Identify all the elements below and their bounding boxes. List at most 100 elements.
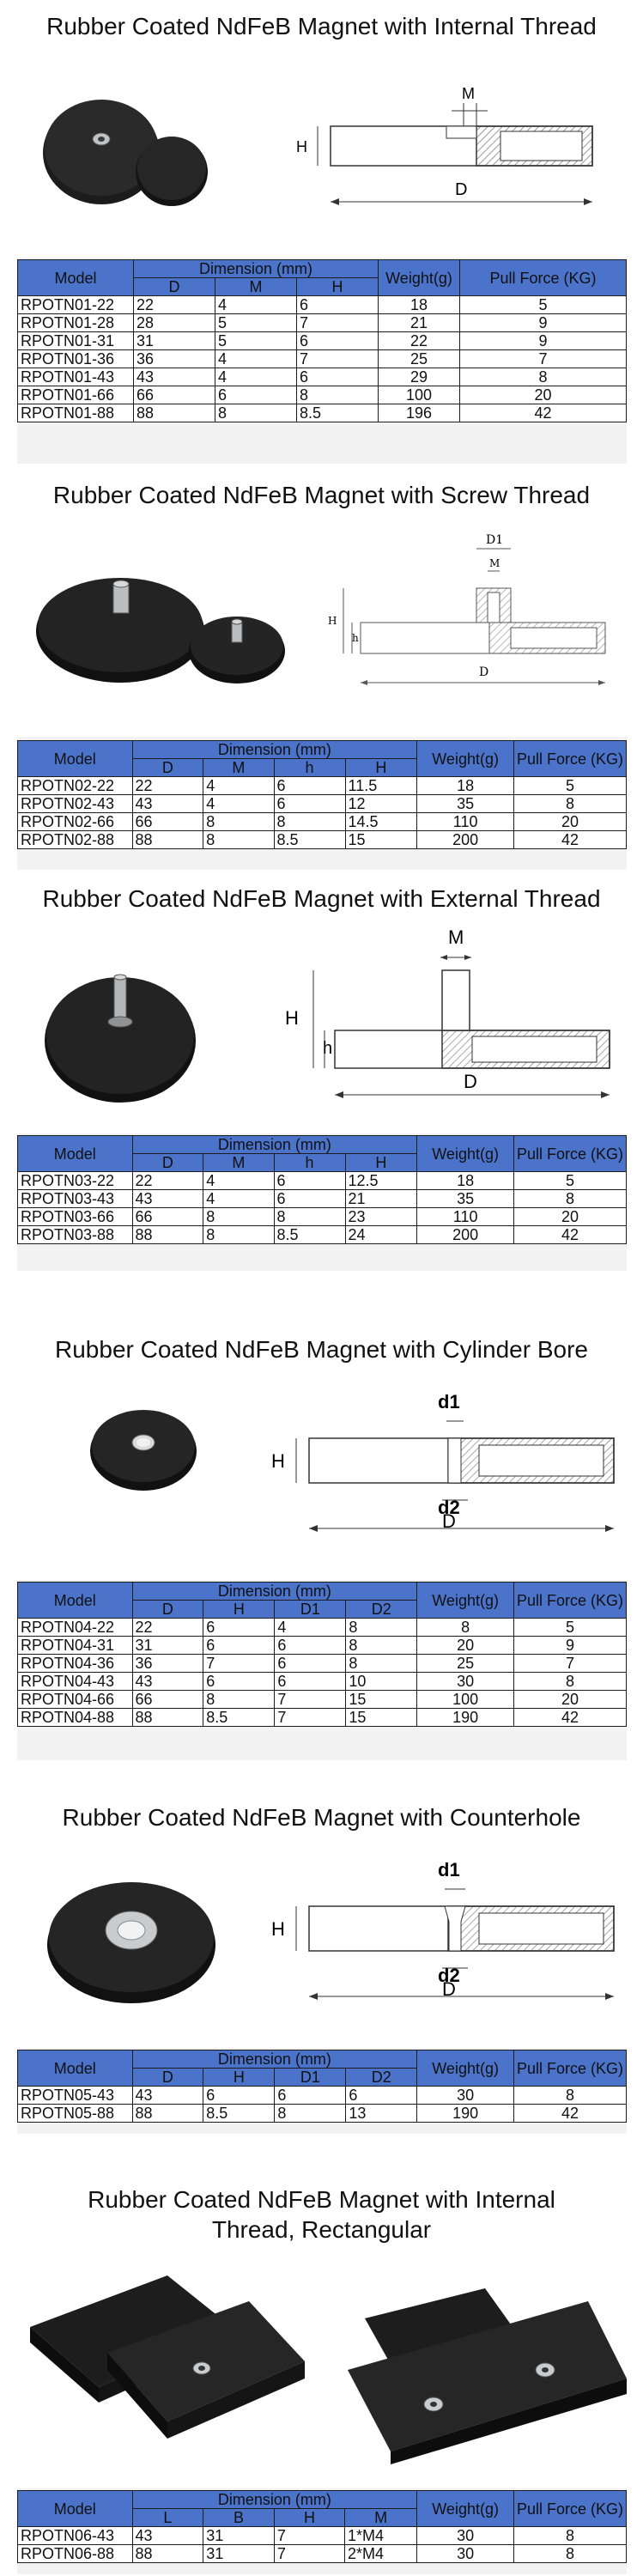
value-cell: 4 bbox=[203, 1171, 275, 1190]
value-cell: 24 bbox=[344, 1225, 418, 1244]
value-cell: 7 bbox=[274, 1690, 347, 1709]
value-cell: 4 bbox=[215, 349, 297, 368]
value-cell: 25 bbox=[378, 349, 460, 368]
value-cell: 6 bbox=[296, 368, 379, 386]
diagram-label-d1: d1 bbox=[438, 1391, 460, 1413]
value-cell: 43 bbox=[131, 794, 204, 813]
value-cell: 6 bbox=[203, 1636, 276, 1655]
value-cell: 5 bbox=[513, 1171, 628, 1190]
model-cell: RPOTN01-22 bbox=[17, 295, 134, 314]
value-cell: 6 bbox=[273, 776, 346, 795]
value-cell: 1*M4 bbox=[344, 2526, 418, 2545]
value-cell: 28 bbox=[133, 313, 215, 332]
diagram-label-h-lower: h bbox=[352, 632, 359, 644]
cylinder-bore-diagram: d1 H d2 D bbox=[271, 1391, 615, 1532]
value-cell: 42 bbox=[513, 1708, 628, 1727]
model-cell: RPOTN05-43 bbox=[17, 2086, 133, 2105]
value-cell: 12.5 bbox=[344, 1171, 418, 1190]
counterhole-magnet-photo bbox=[47, 1882, 215, 2003]
value-cell: 43 bbox=[131, 1189, 204, 1208]
value-cell: 8 bbox=[513, 794, 628, 813]
diagram-label-d1: D1 bbox=[486, 533, 503, 547]
value-cell: 43 bbox=[131, 2086, 204, 2105]
value-cell: 66 bbox=[131, 1690, 204, 1709]
value-cell: 5 bbox=[513, 1618, 628, 1637]
value-cell: 21 bbox=[378, 313, 460, 332]
value-cell: 88 bbox=[133, 404, 215, 422]
value-cell: 8 bbox=[203, 1690, 276, 1709]
value-cell: 88 bbox=[131, 1225, 204, 1244]
value-cell: 4 bbox=[274, 1618, 347, 1637]
diagram-label-h-lower: h bbox=[323, 1039, 332, 1058]
model-cell: RPOTN06-88 bbox=[17, 2544, 133, 2563]
diagram-label-m: M bbox=[489, 557, 500, 569]
value-cell: 31 bbox=[131, 1636, 204, 1655]
value-cell: 5 bbox=[215, 331, 297, 350]
value-cell: 7 bbox=[296, 313, 379, 332]
dim-subheader: h bbox=[273, 758, 346, 777]
value-cell: 30 bbox=[416, 2544, 514, 2563]
value-cell: 8 bbox=[203, 1207, 275, 1226]
value-cell: 9 bbox=[459, 331, 627, 350]
value-cell: 8 bbox=[203, 1225, 275, 1244]
value-cell: 8 bbox=[513, 2544, 628, 2563]
dim-subheader: M bbox=[203, 758, 275, 777]
model-cell: RPOTN01-36 bbox=[17, 349, 134, 368]
value-cell: 6 bbox=[296, 295, 379, 314]
value-cell: 18 bbox=[416, 1171, 514, 1190]
model-header: Model bbox=[17, 740, 133, 777]
pull-force-header: Pull Force (KG) bbox=[513, 1582, 628, 1619]
value-cell: 31 bbox=[133, 331, 215, 350]
model-cell: RPOTN01-66 bbox=[17, 386, 134, 404]
value-cell: 6 bbox=[274, 1672, 347, 1691]
value-cell: 15 bbox=[345, 1708, 418, 1727]
rectangular-magnet-photo-2 bbox=[348, 2288, 627, 2464]
value-cell: 200 bbox=[416, 1225, 514, 1244]
model-cell: RPOTN02-43 bbox=[17, 794, 133, 813]
rectangular-spec-table: Model Dimension (mm) Weight(g) Pull Forc… bbox=[17, 2490, 628, 2563]
section-3-title: Rubber Coated NdFeB Magnet with External… bbox=[42, 885, 601, 912]
model-header: Model bbox=[17, 2050, 133, 2087]
value-cell: 25 bbox=[416, 1654, 514, 1673]
pull-force-header: Pull Force (KG) bbox=[513, 740, 628, 777]
section-5-title: Rubber Coated NdFeB Magnet with Counterh… bbox=[62, 1804, 581, 1831]
value-cell: 20 bbox=[459, 386, 627, 404]
model-cell: RPOTN03-66 bbox=[17, 1207, 133, 1226]
value-cell: 8 bbox=[203, 830, 275, 849]
value-cell: 15 bbox=[345, 1690, 418, 1709]
value-cell: 6 bbox=[273, 1189, 346, 1208]
model-header: Model bbox=[17, 259, 134, 296]
value-cell: 6 bbox=[274, 1654, 347, 1673]
value-cell: 6 bbox=[203, 1672, 276, 1691]
value-cell: 22 bbox=[131, 1171, 204, 1190]
diagram-label-m: M bbox=[448, 927, 464, 948]
value-cell: 43 bbox=[131, 2526, 204, 2545]
model-header: Model bbox=[17, 2490, 133, 2527]
value-cell: 20 bbox=[513, 1690, 628, 1709]
value-cell: 12 bbox=[344, 794, 418, 813]
model-cell: RPOTN02-22 bbox=[17, 776, 133, 795]
model-cell: RPOTN03-88 bbox=[17, 1225, 133, 1244]
dim-subheader: h bbox=[273, 1153, 346, 1172]
value-cell: 190 bbox=[416, 2104, 514, 2123]
value-cell: 21 bbox=[344, 1189, 418, 1208]
dim-subheader: M bbox=[203, 1153, 275, 1172]
value-cell: 8 bbox=[416, 1618, 514, 1637]
value-cell: 31 bbox=[203, 2526, 275, 2545]
model-cell: RPOTN05-88 bbox=[17, 2104, 133, 2123]
model-header: Model bbox=[17, 1582, 133, 1619]
model-cell: RPOTN04-36 bbox=[17, 1654, 133, 1673]
dim-subheader: D bbox=[131, 2068, 204, 2087]
value-cell: 8 bbox=[513, 2526, 628, 2545]
model-cell: RPOTN04-66 bbox=[17, 1690, 133, 1709]
value-cell: 100 bbox=[416, 1690, 514, 1709]
value-cell: 8 bbox=[274, 2104, 347, 2123]
value-cell: 8 bbox=[273, 1207, 346, 1226]
